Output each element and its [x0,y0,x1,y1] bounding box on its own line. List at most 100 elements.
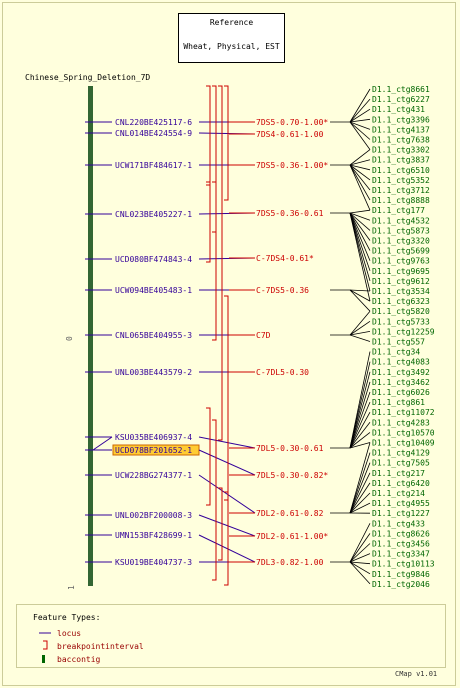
contig-label: D1.1_ctg5352 [372,176,430,185]
contig-label: D1.1_ctg557 [372,338,425,347]
contig-label: D1.1_ctg4283 [372,418,430,427]
locus-label: UNL002BF200008-3 [115,511,192,520]
contig-label: D1.1_ctg8661 [372,85,430,94]
interval-label: 7DL5-0.30-0.61 [256,444,324,453]
interval-bracket [224,295,229,501]
contig-label: D1.1_ctg3492 [372,368,430,377]
contig-link-line [349,320,371,336]
contig-link-line [349,212,371,241]
contig-link-line [349,121,371,150]
contig-link-line [349,98,371,123]
locus-to-interval-line [198,514,256,537]
contig-link-line [349,164,371,201]
locus-to-interval-line [198,474,256,514]
contig-label: D1.1_ctg6323 [372,297,430,306]
reference-subtitle: Wheat, Physical, EST [183,42,280,51]
contig-label: D1.1_ctg4129 [372,449,430,458]
contig-label: D1.1_ctg3837 [372,156,430,165]
contig-link-line [349,523,371,563]
locus-connector [92,436,113,451]
contig-link-line [349,391,371,449]
contig-link-line [349,432,371,449]
contig-link-line [349,561,371,565]
contig-label: D1.1_ctg10113 [372,560,435,569]
interval-bracket [206,181,211,263]
contig-link-line [349,149,371,166]
interval-bracket [218,487,223,561]
contig-label: D1.1_ctg11072 [372,408,435,417]
contig-link-line [349,543,371,563]
contig-label: D1.1_ctg3396 [372,115,430,124]
contig-label: D1.1_ctg2046 [372,580,430,589]
reference-title: Reference [209,18,254,27]
interval-bracket [206,85,211,186]
contig-link-line [349,442,371,514]
interval-bracket [212,181,217,341]
contig-label: D1.1_ctg431 [372,105,425,114]
contig-link-line [349,212,371,302]
contig-link-line [349,553,371,563]
contig-link-line [349,401,371,449]
contig-link-line [349,361,371,449]
interval-label: 7DL3-0.82-1.00 [256,558,324,567]
contig-link-line [349,492,371,514]
contig-label: D1.1_ctg433 [372,519,425,528]
map-canvas: Chinese_Spring_Deletion_7D01CNL220BE4251… [25,73,435,590]
contig-link-line [349,212,371,282]
legend-item-breakpointinterval: breakpointinterval [57,642,144,651]
contig-label: D1.1_ctg9695 [372,267,430,276]
contig-label: D1.1_ctg3302 [372,146,430,155]
contig-label: D1.1_ctg861 [372,398,425,407]
contig-label: D1.1_ctg4955 [372,499,430,508]
interval-bracket [212,419,217,581]
locus-label: UMN153BF428699-1 [115,531,192,540]
contig-label: D1.1_ctg6510 [372,166,430,175]
interval-label: C-7DL5-0.30 [256,368,309,377]
contig-link-line [349,561,371,585]
contig-link-line [349,442,371,449]
contig-link-line [349,412,371,449]
contig-link-line [349,164,371,171]
interval-label: C7D [256,331,271,340]
contig-link-line [349,533,371,563]
interval-bracket [212,85,217,233]
legend-title: Feature Types: [33,613,101,622]
contig-link-line [349,381,371,449]
contig-label: D1.1_ctg5699 [372,247,430,256]
interval-bracket [224,85,229,201]
axis-end-label: 1 [67,585,76,590]
locus-label: KSU035BE406937-4 [115,433,192,442]
green-bar-icon [42,655,45,663]
interval-bracket [206,407,211,506]
map-title: Chinese_Spring_Deletion_7D [25,73,150,82]
contig-link-line [349,334,371,342]
legend-item-baccontig: baccontig [57,655,101,664]
interval-label: 7DS4-0.61-1.00 [256,130,324,139]
contig-link-line [349,561,371,575]
contig-label: D1.1_ctg3320 [372,237,430,246]
locus-label: UCD078BF201652-1 [115,446,192,455]
contig-link-line [349,422,371,449]
locus-label: UNL003BE443579-2 [115,368,192,377]
contig-label: D1.1_ctg5873 [372,226,430,235]
contig-label: D1.1_ctg217 [372,469,425,478]
contig-label: D1.1_ctg4083 [372,358,430,367]
contig-link-line [349,452,371,514]
contig-label: D1.1_ctg9612 [372,277,430,286]
contig-link-line [349,159,371,166]
contig-label: D1.1_ctg5733 [372,317,430,326]
locus-label: UCW094BE405483-1 [115,286,192,295]
locus-to-interval-line [198,436,256,449]
contig-link-line [349,88,371,123]
footer-version: CMap v1.01 [395,670,438,678]
contig-link-line [349,121,371,140]
contig-link-line [349,209,371,214]
interval-label: C-7DS5-0.36 [256,286,309,295]
contig-label: D1.1_ctg3462 [372,378,430,387]
interval-bracket [224,491,229,586]
interval-label: 7DL2-0.61-0.82 [256,509,324,518]
contig-label: D1.1_ctg34 [372,348,420,357]
contig-link-line [349,212,371,251]
contig-label: D1.1_ctg4137 [372,125,430,134]
contig-label: D1.1_ctg3534 [372,287,430,296]
